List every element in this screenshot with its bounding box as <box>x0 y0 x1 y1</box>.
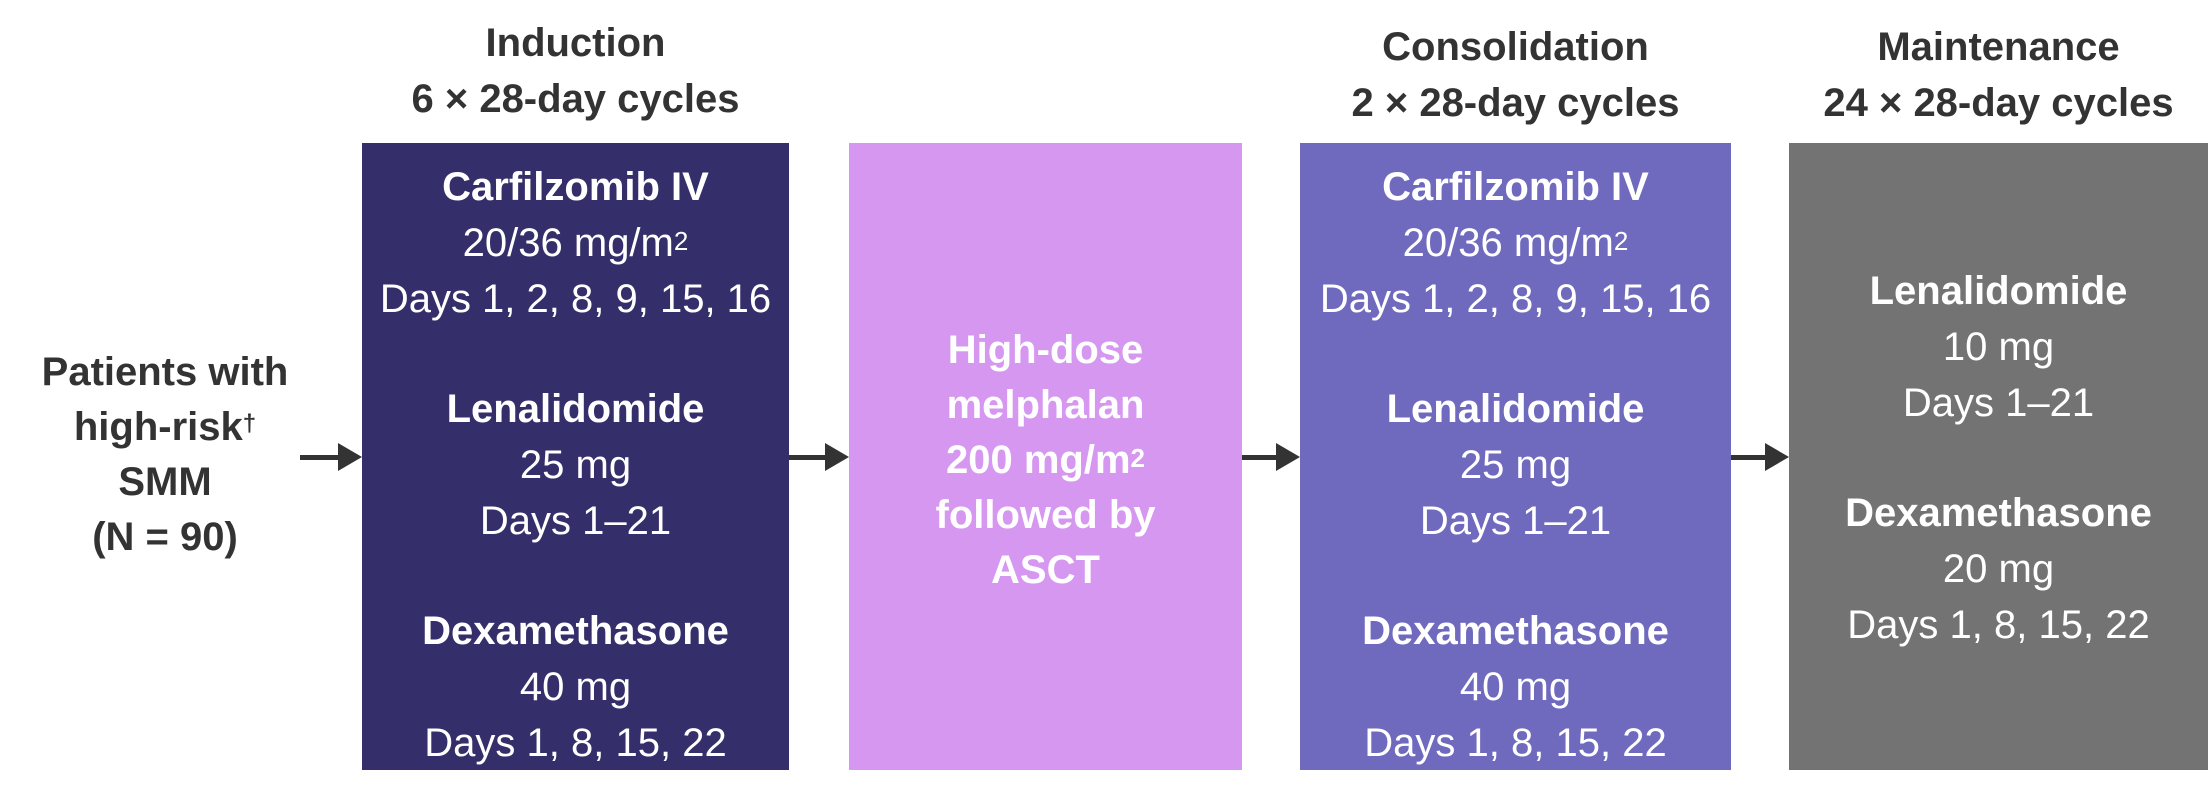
drug-schedule: Days 1, 8, 15, 22 <box>1847 603 2150 647</box>
drug-schedule: Days 1, 2, 8, 9, 15, 16 <box>379 277 772 321</box>
induction-header: Induction 6 × 28-day cycles <box>362 15 789 127</box>
drug-dose: 10 mg <box>1942 325 2055 369</box>
drug-name: Dexamethasone <box>422 609 729 653</box>
maintenance-box: Lenalidomide 10 mg Days 1–21 Dexamethaso… <box>1789 143 2208 770</box>
drug-dose: 40 mg <box>1459 665 1572 709</box>
drug-schedule: Days 1–21 <box>1419 499 1612 543</box>
drug-dose: 20 mg <box>1942 547 2055 591</box>
consolidation-box: Carfilzomib IV 20/36 mg/m2 Days 1, 2, 8,… <box>1300 143 1731 770</box>
arrow-to-asct <box>789 443 849 471</box>
induction-drug-lenalidomide: Lenalidomide 25 mg Days 1–21 <box>362 381 789 549</box>
dagger-footnote-mark: † <box>242 410 257 437</box>
asct-box: High-dose melphalan 200 mg/m2 followed b… <box>849 143 1242 770</box>
asct-text: High-dose melphalan 200 mg/m2 followed b… <box>849 323 1242 598</box>
arrow-shaft <box>1242 455 1278 460</box>
maintenance-header: Maintenance 24 × 28-day cycles <box>1789 19 2208 131</box>
maintenance-drug-dexamethasone: Dexamethasone 20 mg Days 1, 8, 15, 22 <box>1789 485 2208 653</box>
drug-name: Carfilzomib IV <box>1382 165 1649 209</box>
arrow-head-icon <box>825 443 849 471</box>
arrow-head-icon <box>1276 443 1300 471</box>
induction-title: Induction <box>485 21 666 65</box>
drug-name: Dexamethasone <box>1362 609 1669 653</box>
arrow-shaft <box>789 455 827 460</box>
patients-line-4: (N = 90) <box>92 515 238 559</box>
consolidation-header: Consolidation 2 × 28-day cycles <box>1300 19 1731 131</box>
consolidation-cycles: 2 × 28-day cycles <box>1351 81 1680 125</box>
consolidation-drug-lenalidomide: Lenalidomide 25 mg Days 1–21 <box>1300 381 1731 549</box>
maintenance-title: Maintenance <box>1877 25 2120 69</box>
asct-line-2: melphalan <box>946 383 1145 427</box>
maintenance-content: Lenalidomide 10 mg Days 1–21 Dexamethaso… <box>1789 263 2208 653</box>
patients-label: Patients with high-risk† SMM (N = 90) <box>0 345 330 565</box>
drug-dose: 25 mg <box>1459 443 1572 487</box>
drug-name: Dexamethasone <box>1845 491 2152 535</box>
drug-schedule: Days 1–21 <box>479 499 672 543</box>
arrow-shaft <box>300 455 340 460</box>
arrow-head-icon <box>338 443 362 471</box>
consolidation-drug-dexamethasone: Dexamethasone 40 mg Days 1, 8, 15, 22 <box>1300 603 1731 771</box>
drug-name: Carfilzomib IV <box>442 165 709 209</box>
induction-box: Carfilzomib IV 20/36 mg/m2 Days 1, 2, 8,… <box>362 143 789 770</box>
asct-line-5: ASCT <box>991 548 1100 592</box>
arrow-to-consolidation <box>1242 443 1300 471</box>
consolidation-title: Consolidation <box>1382 25 1649 69</box>
induction-drug-carfilzomib: Carfilzomib IV 20/36 mg/m2 Days 1, 2, 8,… <box>362 159 789 327</box>
drug-dose: 20/36 mg/m2 <box>1402 221 1629 265</box>
drug-dose: 25 mg <box>519 443 632 487</box>
drug-schedule: Days 1–21 <box>1902 381 2095 425</box>
drug-dose: 20/36 mg/m2 <box>462 221 689 265</box>
drug-schedule: Days 1, 2, 8, 9, 15, 16 <box>1319 277 1712 321</box>
patients-line-2: high-risk† <box>73 405 257 449</box>
asct-line-1: High-dose <box>947 328 1144 372</box>
asct-line-3: 200 mg/m2 <box>946 438 1145 482</box>
arrow-to-maintenance <box>1731 443 1789 471</box>
drug-name: Lenalidomide <box>1869 269 2128 313</box>
induction-drug-dexamethasone: Dexamethasone 40 mg Days 1, 8, 15, 22 <box>362 603 789 771</box>
maintenance-cycles: 24 × 28-day cycles <box>1823 81 2174 125</box>
arrow-head-icon <box>1765 443 1789 471</box>
patients-line-3: SMM <box>118 460 212 504</box>
arrow-shaft <box>1731 455 1767 460</box>
maintenance-drug-lenalidomide: Lenalidomide 10 mg Days 1–21 <box>1789 263 2208 431</box>
consolidation-drug-carfilzomib: Carfilzomib IV 20/36 mg/m2 Days 1, 2, 8,… <box>1300 159 1731 327</box>
asct-line-4: followed by <box>935 493 1156 537</box>
drug-name: Lenalidomide <box>1386 387 1645 431</box>
drug-schedule: Days 1, 8, 15, 22 <box>424 721 727 765</box>
drug-schedule: Days 1, 8, 15, 22 <box>1364 721 1667 765</box>
drug-name: Lenalidomide <box>446 387 705 431</box>
induction-cycles: 6 × 28-day cycles <box>411 77 740 121</box>
patients-line-1: Patients with <box>41 350 289 394</box>
arrow-to-induction <box>300 443 362 471</box>
drug-dose: 40 mg <box>519 665 632 709</box>
